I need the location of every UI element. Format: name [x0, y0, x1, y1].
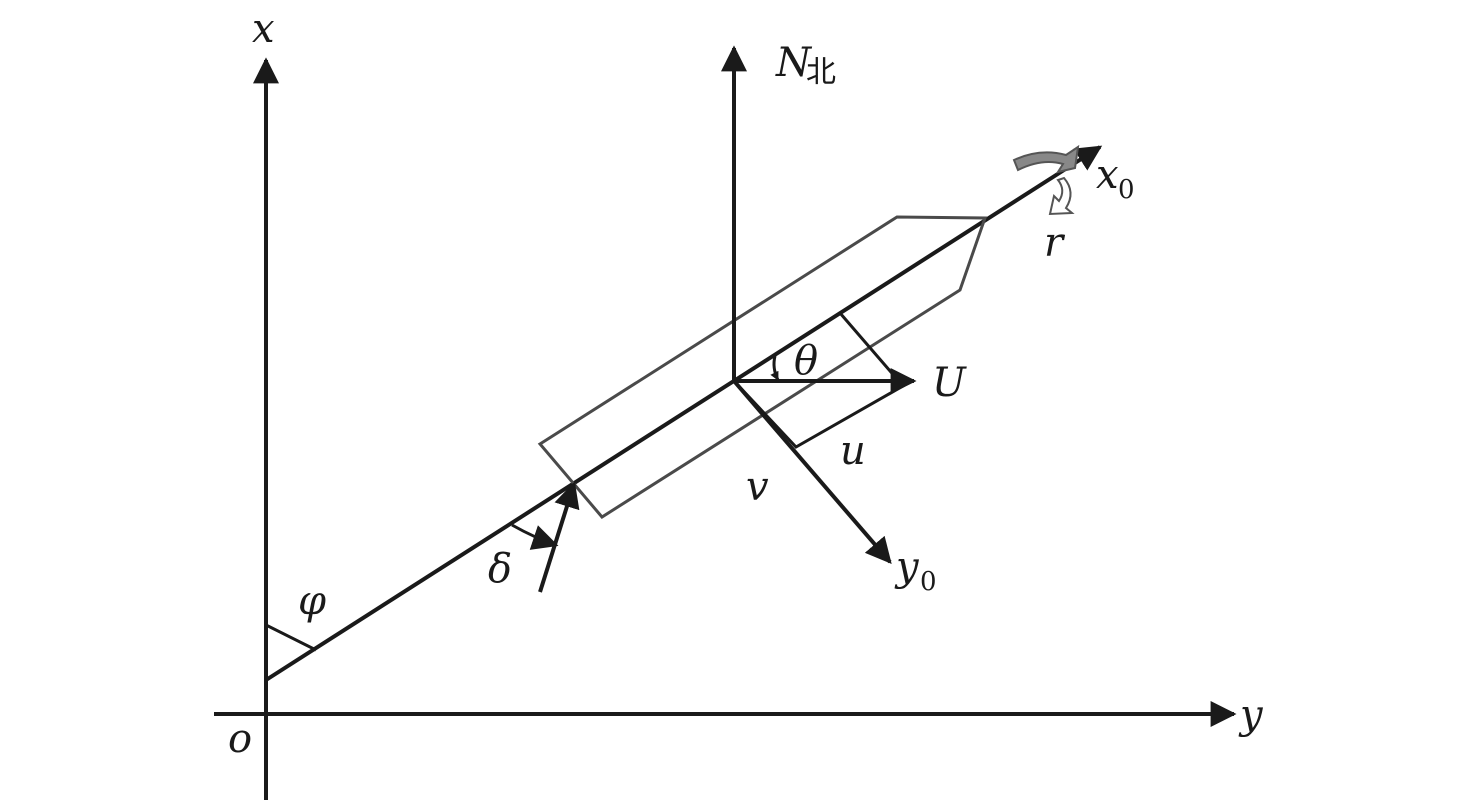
ship-y0-axis [732, 379, 892, 564]
label-north-char: 北 [806, 55, 836, 90]
label-x0-sub: 0 [1118, 175, 1135, 205]
label-x0-base: x [1096, 152, 1119, 198]
label-axis-x: x [252, 6, 275, 52]
label-origin: o [228, 716, 252, 762]
label-rudder-delta: δ [488, 546, 512, 592]
label-speed-U: U [932, 360, 967, 406]
label-y0-sub: 0 [920, 567, 937, 597]
label-heading-phi: φ [298, 578, 326, 624]
yaw-rate-arrow-top [1012, 144, 1080, 174]
label-surge-u: u [840, 428, 866, 474]
yaw-rate-arrow-bottom [1048, 176, 1075, 216]
ship-hull [537, 215, 988, 519]
label-axis-y: y [1238, 692, 1264, 738]
ship-x0-axis [264, 145, 1103, 682]
label-yaw-rate-r: r [1044, 220, 1066, 266]
delta-angle-arc [511, 523, 559, 550]
theta-angle-arc [770, 355, 780, 381]
heading-angle-marker [265, 623, 317, 652]
label-theta: θ [794, 338, 818, 384]
label-y0-base: y [894, 544, 920, 590]
label-north-N: N [775, 40, 813, 86]
label-sway-v: v [746, 464, 769, 510]
